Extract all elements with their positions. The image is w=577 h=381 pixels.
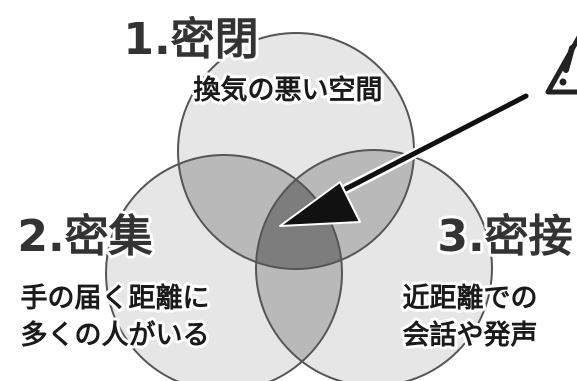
circle-3-title: 3.密接 [437, 211, 572, 262]
circle-2-description-line-2: 多くの人がいる [21, 319, 210, 351]
circle-outline-contact [255, 149, 493, 381]
circle-1-title: 1.密閉 [123, 14, 258, 65]
circle-3-description-line-1: 近距離での [403, 282, 538, 314]
circle-2-description-line-1: 手の届く距離に [21, 282, 210, 314]
circle-2-title: 2.密集 [17, 211, 152, 262]
circle-1-description: 換気の悪い空間 [194, 74, 383, 106]
circle-outline-crowded [105, 154, 343, 381]
circle-3-description-line-2: 会話や発声 [403, 319, 538, 351]
pointer-arrow-icon [279, 91, 531, 227]
warning-triangle-icon [545, 35, 577, 95]
